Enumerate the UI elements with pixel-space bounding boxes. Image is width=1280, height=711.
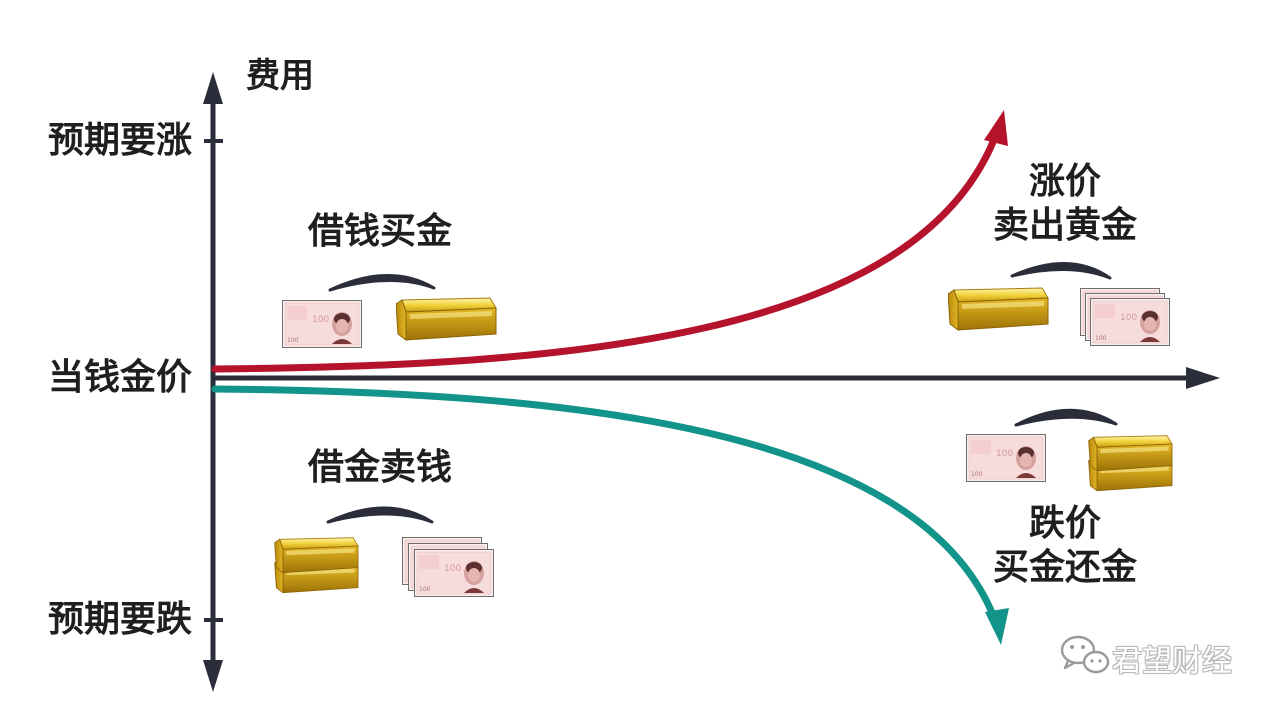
wechat-icon — [1060, 635, 1110, 674]
x-axis-arrow — [1186, 367, 1220, 389]
swoosh-bottom-left — [326, 506, 434, 524]
rise-curve — [211, 128, 1001, 373]
banknote-icon — [1090, 298, 1170, 346]
tick-label-expected-rise: 预期要涨 — [48, 120, 193, 161]
banknote-icon — [414, 549, 494, 597]
gold-bar-icon — [1088, 435, 1173, 472]
banknote-icon — [966, 434, 1046, 482]
tick-label-current-gold-price: 当钱金价 — [48, 357, 193, 398]
y-axis-title: 费用 — [246, 56, 314, 96]
fall-curve-arrow — [985, 608, 1009, 645]
scenario-borrow-cash-buy-gold: 借钱买金 — [308, 211, 453, 252]
tick-label-expected-fall: 预期要跌 — [48, 599, 193, 640]
y-axis-arrow-down — [203, 660, 223, 692]
rise-curve-arrow — [984, 110, 1008, 146]
swoosh-bottom-right — [1014, 408, 1118, 427]
scenario-rise-action: 卖出黄金 — [992, 205, 1137, 246]
gold-bar-icon — [274, 537, 359, 574]
swoosh-top-left — [328, 274, 436, 292]
scenario-borrow-gold-sell-cash: 借金卖钱 — [308, 447, 453, 488]
swoosh-top-right — [1010, 262, 1112, 280]
y-axis-arrow-up — [203, 72, 223, 104]
banknote-icon — [282, 300, 362, 348]
scenario-rise-title: 涨价 — [1028, 161, 1101, 202]
watermark-text: 君望财经 — [1112, 644, 1232, 679]
gold-bar-icon — [396, 297, 497, 341]
gold-bar-icon — [948, 287, 1049, 331]
scenario-fall-action: 买金还金 — [992, 547, 1137, 588]
scenario-fall-title: 跌价 — [1028, 503, 1101, 544]
fall-curve — [211, 385, 999, 624]
